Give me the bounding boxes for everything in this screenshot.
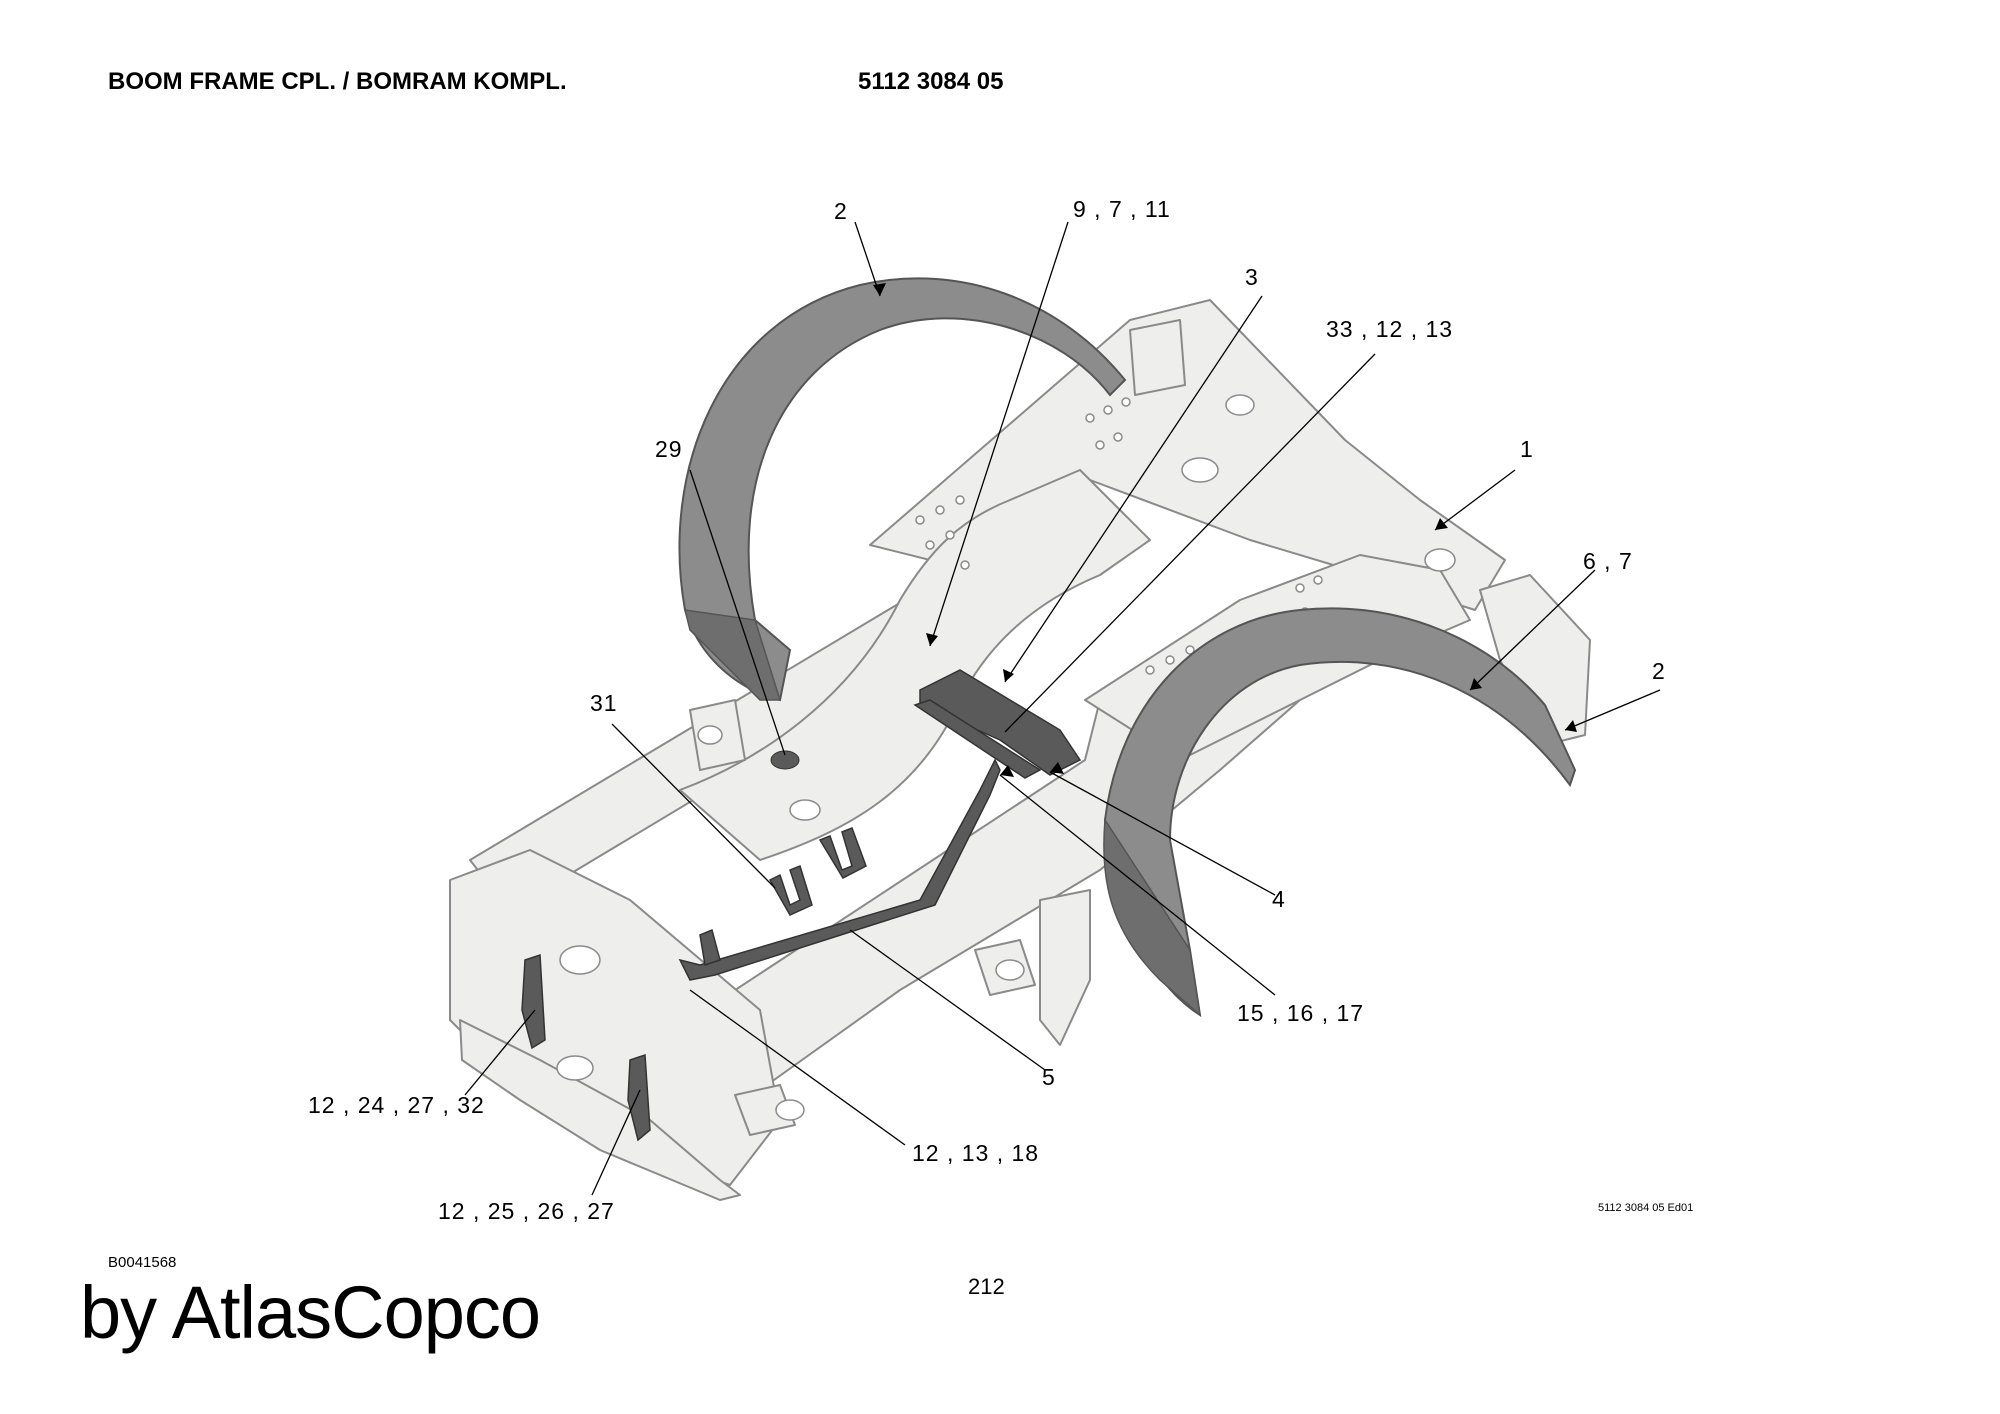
- fender-left: [678, 277, 1127, 702]
- frame-rear-plate-right: [1479, 574, 1591, 746]
- callout-12-24-27-32: 12 , 24 , 27 , 32: [308, 1092, 485, 1118]
- callout-9-7-11: 9 , 7 , 11: [1073, 196, 1171, 222]
- callout-12-13-18: 12 , 13 , 18: [912, 1140, 1040, 1166]
- plug-part-29: [770, 750, 800, 770]
- hose-u-part-31b: [818, 827, 867, 879]
- hose-u-part-31a: [768, 865, 813, 916]
- reference-code: B0041568: [108, 1254, 177, 1271]
- frame-rear-plate-left: [1129, 319, 1186, 396]
- leader-arrowheads: [873, 283, 1577, 777]
- crossbar-part-4: [913, 699, 1042, 779]
- boom-frame: [449, 299, 1591, 1201]
- callout-3: 3: [1245, 264, 1259, 290]
- callout-12-25-26-27: 12 , 25 , 26 , 27: [438, 1198, 615, 1224]
- tube-assembly: [521, 669, 1082, 1142]
- callout-6-7: 6 , 7: [1583, 548, 1633, 574]
- page-number: 212: [968, 1274, 1005, 1299]
- page-title: BOOM FRAME CPL. / BOMRAM KOMPL.: [108, 68, 567, 95]
- callout-15-16-17: 15 , 16 , 17: [1237, 1000, 1365, 1026]
- leader-lines: [464, 221, 1661, 1196]
- callout-2-top-fender: 2: [834, 198, 848, 224]
- callout-2-right-fender: 2: [1652, 658, 1666, 684]
- drawing-edition-code: 5112 3084 05 Ed01: [1598, 1202, 1694, 1214]
- callout-33-12-13: 33 , 12 , 13: [1326, 316, 1454, 342]
- tow-hook-front: [627, 1053, 651, 1142]
- callout-1: 1: [1520, 436, 1534, 462]
- callout-4: 4: [1272, 886, 1286, 912]
- part-number: 5112 3084 05: [858, 68, 1004, 95]
- callout-29: 29: [655, 436, 683, 462]
- hose-u-part-31c: [699, 928, 721, 966]
- frame-holes: [556, 394, 1456, 1121]
- tow-hook-left: [521, 953, 546, 1050]
- frame-bumper-plate: [459, 1019, 741, 1201]
- fender-right: [1103, 607, 1577, 1018]
- frame-mount-block-front: [734, 1084, 796, 1136]
- frame-mount-block-right: [1039, 889, 1091, 1046]
- callout-31: 31: [590, 690, 618, 716]
- tube-part-5: [678, 758, 1001, 981]
- brand-watermark: by AtlasCopco: [80, 1271, 541, 1354]
- callout-5: 5: [1042, 1064, 1056, 1090]
